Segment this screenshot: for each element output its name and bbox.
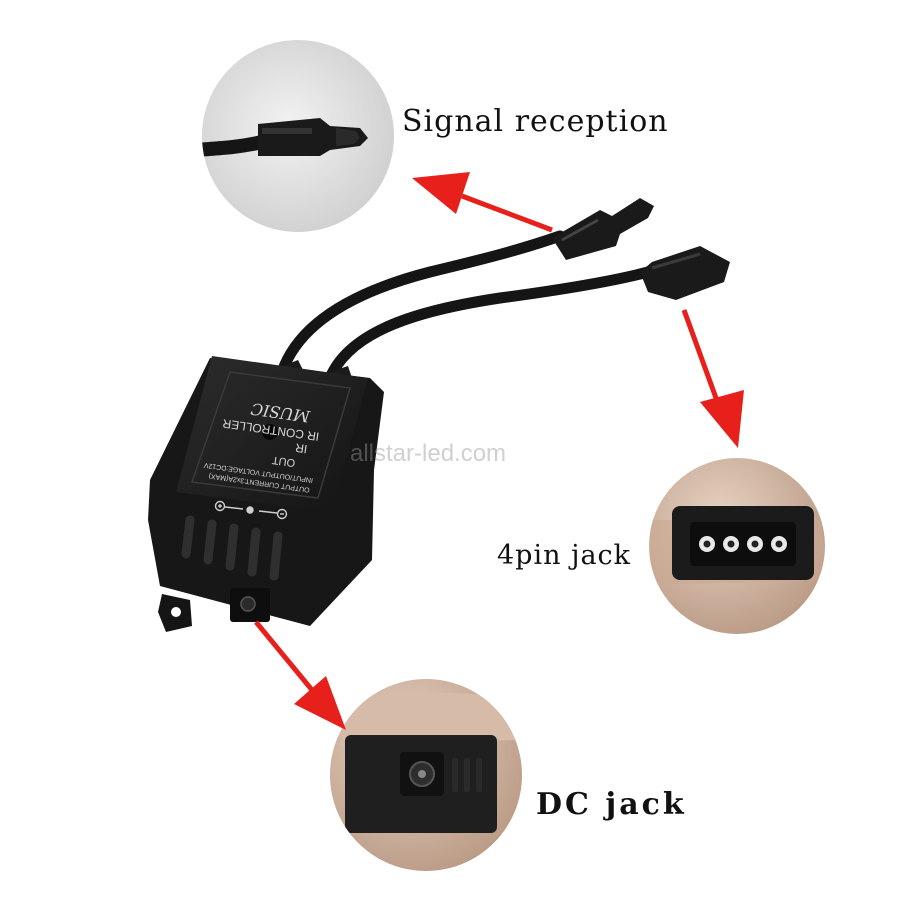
dc-jack-inset [330, 679, 522, 871]
mode-text: IR [294, 441, 308, 457]
port-text: OUT [271, 453, 296, 468]
dc-jack-label: DC jack [536, 787, 687, 822]
cables [268, 230, 654, 392]
ir-receiver-inset [202, 40, 394, 232]
polarity-symbol [214, 500, 288, 520]
ir-connector [552, 198, 654, 260]
4pin-jack-label: 4pin jack [497, 540, 632, 571]
4pin-connector [640, 246, 730, 300]
watermark: allstar-led.com [350, 440, 507, 467]
arrows [254, 172, 744, 730]
4pin-jack-inset [649, 458, 825, 634]
controller-box: OUTPUT CURRENT:3x2A(MAX) INPUT/OUTPUT VO… [148, 356, 384, 632]
signal-reception-label: Signal reception [402, 104, 669, 139]
